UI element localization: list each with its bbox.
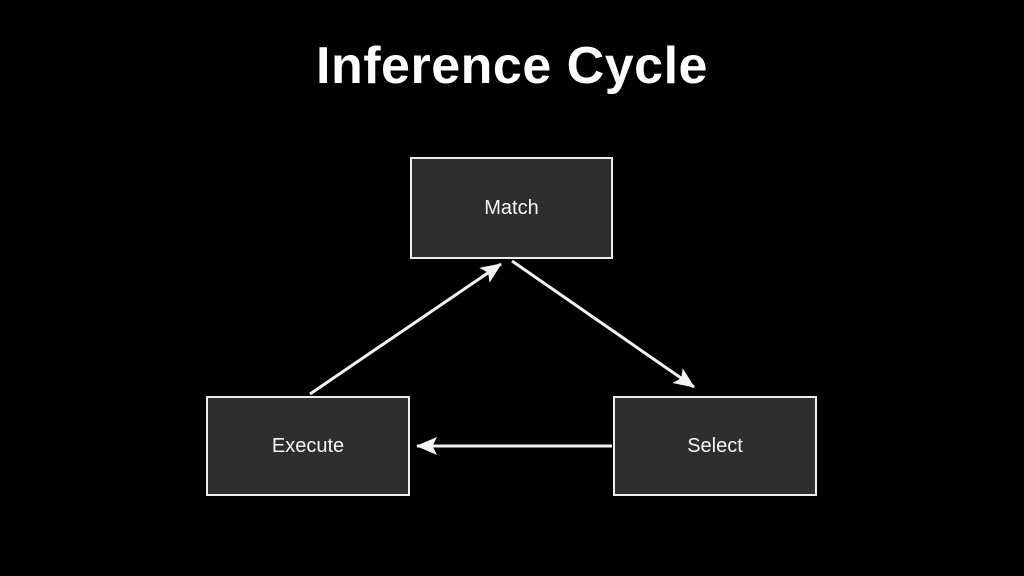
node-match-label: Match (484, 196, 539, 219)
slide-title: Inference Cycle (316, 37, 708, 95)
node-execute: Execute (206, 396, 410, 496)
node-match: Match (410, 157, 613, 259)
node-select-label: Select (687, 434, 743, 457)
node-select: Select (613, 396, 817, 496)
arrow-execute-to-match (309, 262, 502, 396)
node-execute-label: Execute (271, 434, 345, 457)
arrow-match-to-select (511, 259, 695, 389)
